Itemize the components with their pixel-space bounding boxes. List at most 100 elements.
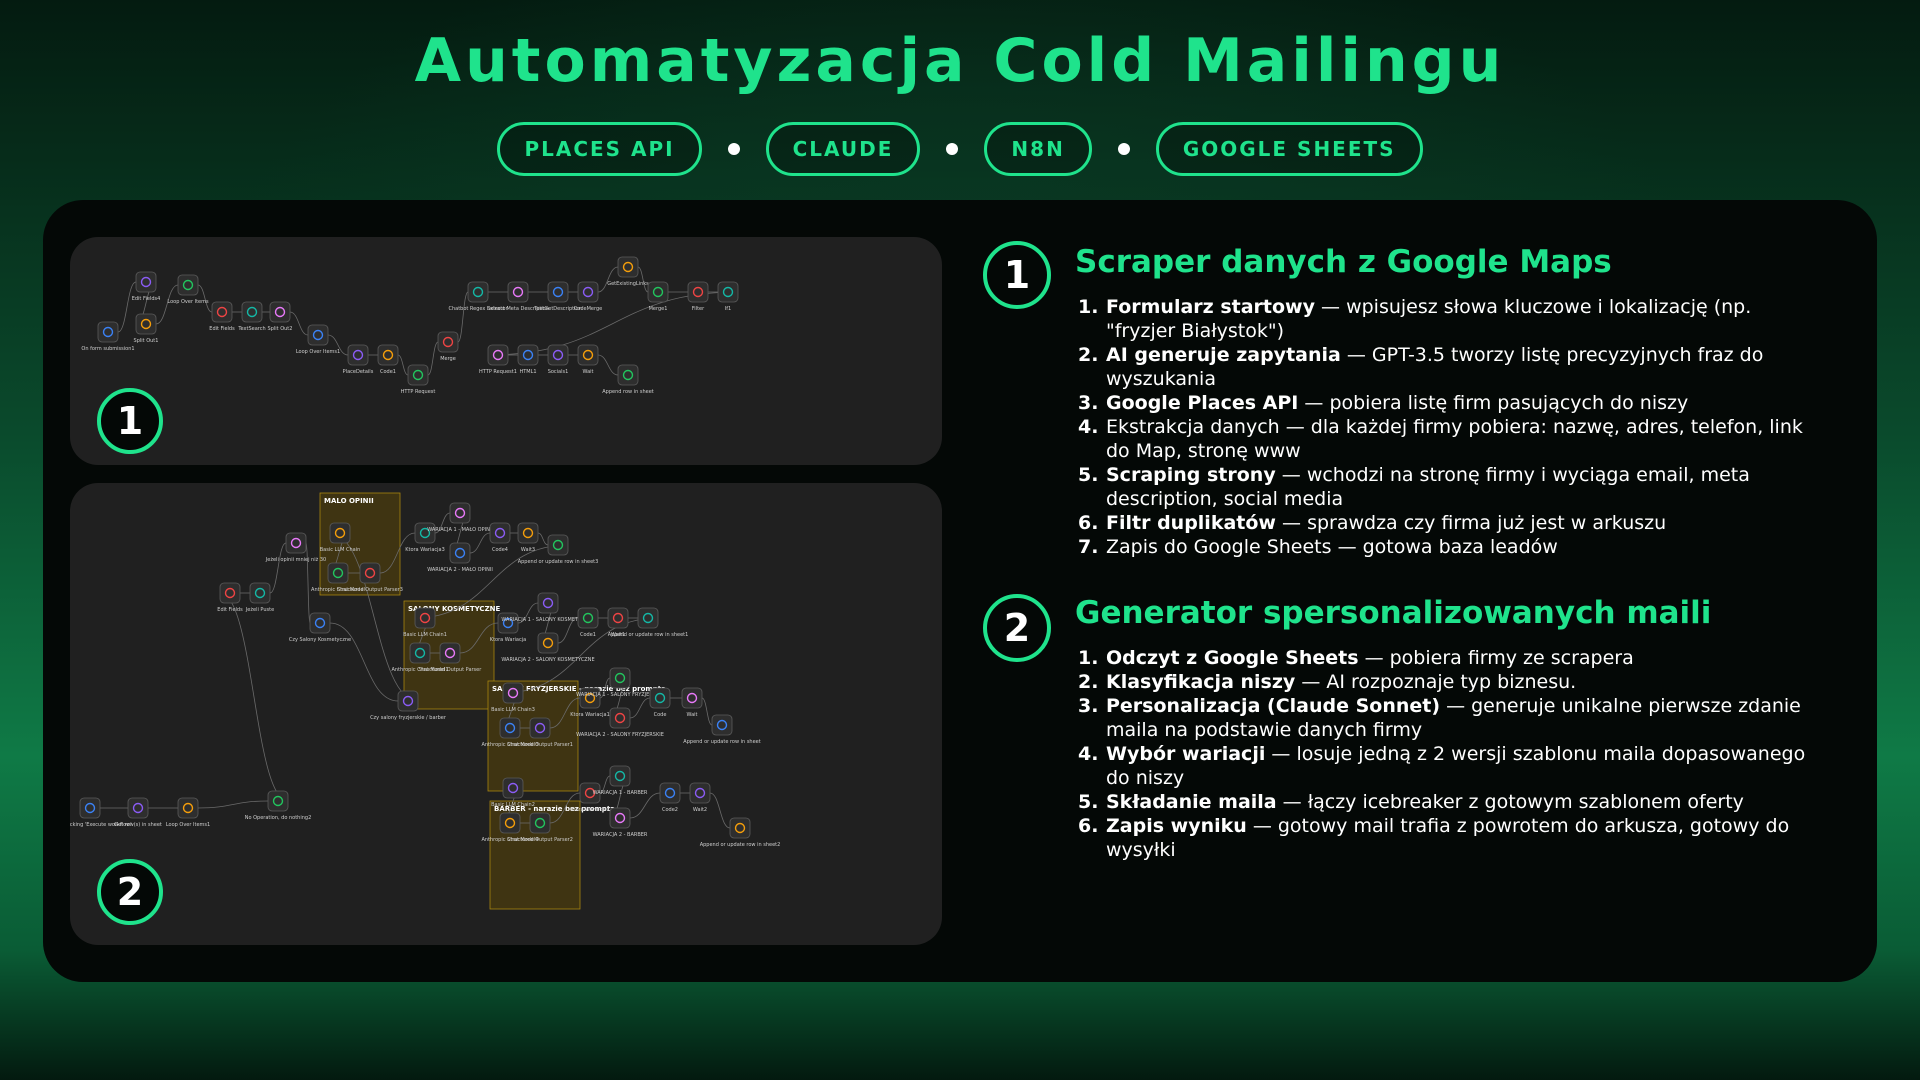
step-rest: — pobiera firmy ze scrapera (1358, 647, 1634, 669)
connection-line (549, 792, 581, 824)
node-label: Wait1 (611, 632, 625, 638)
workflow-node (407, 364, 429, 386)
node-label: Ktora Wariacja2 (570, 807, 610, 813)
section-1-number: 1 (983, 241, 1051, 309)
node-icon (224, 587, 236, 599)
node-icon (84, 802, 96, 814)
workflow-node (409, 642, 431, 664)
node-label: Anthropic Chat Model1 (391, 667, 448, 673)
node-label: Anthropic Chat Model (311, 587, 365, 593)
step-item: 6.Filtr duplikatów — sprawdza czy firma … (1078, 511, 1818, 535)
step-rest: — wpisujesz słowa kluczowe i lokalizację… (1106, 296, 1752, 342)
section-1-steps: 1.Formularz startowy — wpisujesz słowa k… (1078, 295, 1818, 559)
workflow-node (211, 301, 233, 323)
node-icon (692, 286, 704, 298)
node-label: Split Out2 (268, 326, 293, 332)
node-label: Wait (686, 712, 697, 718)
node-label: Socials1 (548, 369, 569, 375)
node-icon (582, 349, 594, 361)
node-label: Czy Salony Kosmetyczne (289, 637, 351, 643)
step-number: 1. (1078, 647, 1099, 669)
node-label: Loop Over Items1 (296, 349, 340, 355)
step-rest: Ekstrakcja danych — dla każdej firmy pob… (1106, 416, 1803, 462)
connection-line (427, 341, 439, 376)
step-item: 1.Formularz startowy — wpisujesz słowa k… (1078, 295, 1818, 343)
node-icon (512, 286, 524, 298)
page-title: Automatyzacja Cold Mailingu (414, 26, 1506, 96)
step-number: 5. (1078, 464, 1099, 486)
step-bold: AI generuje zapytania (1106, 344, 1341, 366)
section-1-title: Scraper danych z Google Maps (1075, 244, 1612, 280)
sticky-label: BARBER - narazie bez prompta (494, 805, 615, 813)
node-icon (182, 802, 194, 814)
step-rest: — gotowy mail trafia z powrotem do arkus… (1106, 815, 1790, 861)
connection-line (327, 334, 349, 356)
step-number: 4. (1078, 743, 1099, 765)
section-2-number: 2 (983, 594, 1051, 662)
workflow-node (467, 281, 489, 303)
step-text: Klasyfikacja niszy — AI rozpoznaje typ b… (1106, 670, 1818, 694)
workflow-node (579, 687, 601, 709)
workflow-2-badge: 2 (97, 859, 163, 925)
node-label: WARIACJA 1 - SALONY KOSMETYCZNE (501, 617, 594, 623)
connection-line (197, 284, 213, 313)
workflow-node (359, 562, 381, 584)
step-item: 5.Scraping strony — wchodzi na stronę fi… (1078, 463, 1818, 511)
node-icon (542, 637, 554, 649)
node-icon (654, 692, 666, 704)
node-label: Get row(s) in sheet (114, 822, 162, 828)
connection-line (557, 617, 579, 644)
node-icon (182, 279, 194, 291)
separator-dot (727, 143, 740, 155)
step-number: 6. (1078, 815, 1099, 837)
step-text: Odczyt z Google Sheets — pobiera firmy z… (1106, 646, 1818, 670)
node-label: Edit Fields (209, 326, 235, 332)
step-bold: Scraping strony (1106, 464, 1276, 486)
node-icon (534, 817, 546, 829)
step-text: Zapis wyniku — gotowy mail trafia z powr… (1106, 814, 1818, 862)
node-icon (584, 787, 596, 799)
node-icon (132, 802, 144, 814)
node-icon (492, 349, 504, 361)
node-label: Append or update row in sheet1 (608, 632, 689, 638)
connection-line (459, 622, 499, 654)
workflow-node (609, 807, 631, 829)
node-label: On form submission1 (81, 346, 134, 352)
node-icon (334, 527, 346, 539)
workflow-node (439, 642, 461, 664)
node-label: Wait2 (693, 807, 707, 813)
step-text: AI generuje zapytania — GPT-3.5 tworzy l… (1106, 343, 1818, 391)
connection-line (549, 697, 581, 729)
node-label: Ktora Wariacja1 (570, 712, 610, 718)
connection-line (457, 291, 469, 343)
node-label: Structured Output Parser (419, 667, 483, 673)
node-icon (722, 286, 734, 298)
tech-tags: PLACES API CLAUDE N8N GOOGLE SHEETS (0, 122, 1920, 176)
node-icon (454, 547, 466, 559)
node-label: Basic LLM Chain3 (491, 707, 535, 713)
step-text: Filtr duplikatów — sprawdza czy firma ju… (1106, 511, 1818, 535)
connection-line (637, 266, 649, 293)
node-icon (274, 306, 286, 318)
node-icon (582, 612, 594, 624)
node-icon (552, 286, 564, 298)
workflow-node (687, 281, 709, 303)
node-label: WARIACJA 1 - MAŁO OPINII (427, 527, 493, 533)
node-label: No Operation, do nothing2 (245, 815, 312, 821)
step-text: Google Places API — pobiera listę firm p… (1106, 391, 1818, 415)
tag-claude: CLAUDE (765, 122, 921, 176)
workflow-node (307, 324, 329, 346)
node-icon (364, 567, 376, 579)
node-label: WARIACJA 1 - BARBER (593, 790, 648, 796)
node-icon (402, 695, 414, 707)
connection-line (155, 284, 179, 325)
node-label: Append or update row in sheet3 (518, 559, 599, 565)
node-icon (352, 349, 364, 361)
node-icon (612, 612, 624, 624)
step-rest: Zapis do Google Sheets — gotowa baza lea… (1106, 536, 1558, 558)
connection-line (469, 532, 491, 554)
node-label: Extract Meta Description (487, 306, 549, 312)
node-icon (140, 276, 152, 288)
node-icon (716, 719, 728, 731)
